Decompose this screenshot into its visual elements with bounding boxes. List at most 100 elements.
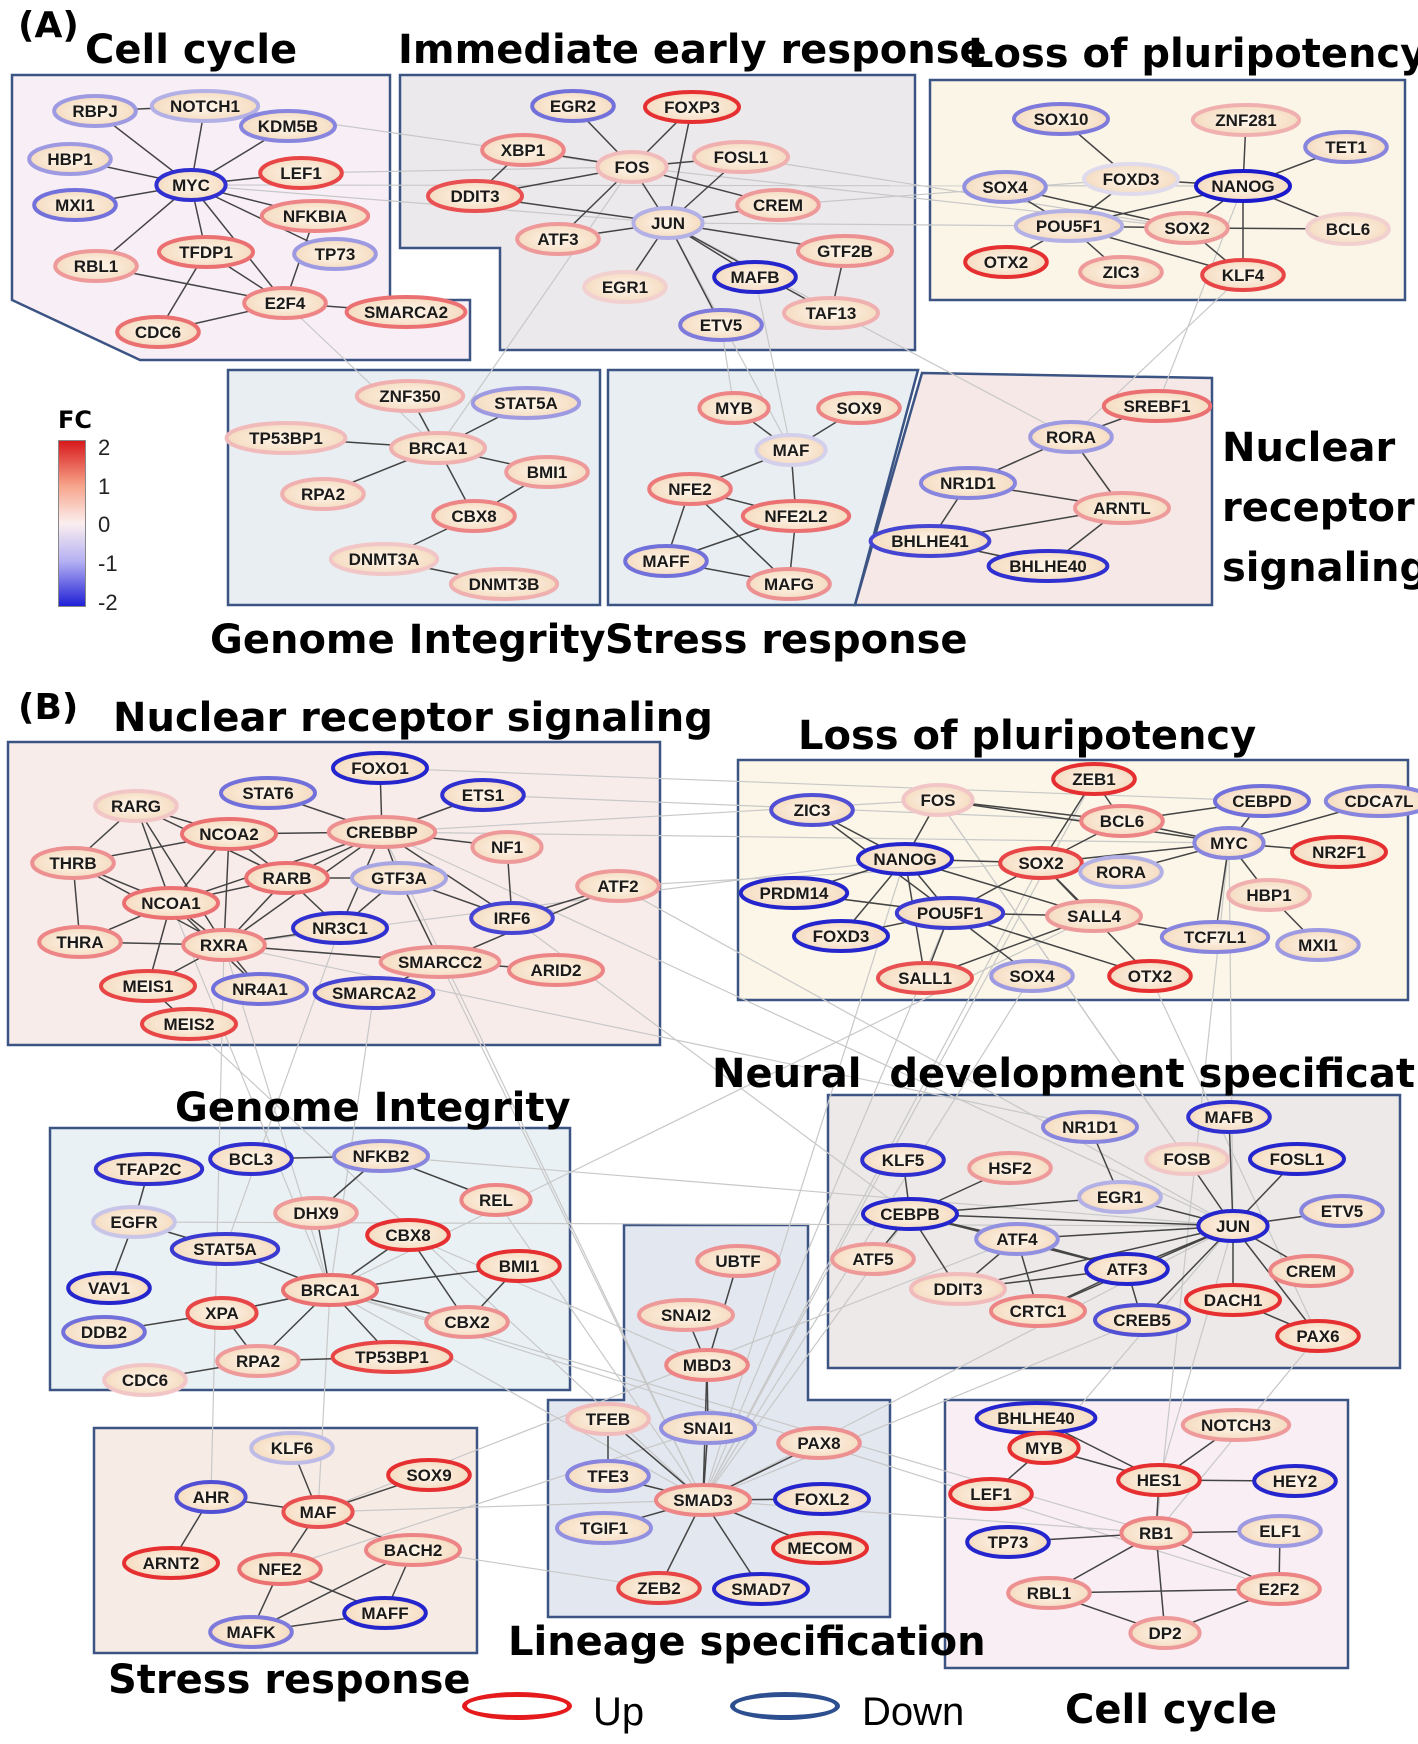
gene-node-ellipse <box>695 1244 781 1278</box>
gene-node-ellipse <box>962 170 1048 204</box>
gene-label: AHR <box>193 1488 230 1507</box>
gene-node-ellipse <box>185 1296 259 1330</box>
gene-node-maff: MAFF <box>623 544 709 578</box>
gene-node-ellipse <box>647 472 733 506</box>
gene-node-cbx8: CBX8 <box>365 1218 451 1252</box>
gene-node-ellipse <box>273 1196 359 1230</box>
gene-node-tfe3: TFE3 <box>565 1459 651 1493</box>
gene-node-foxl2: FOXL2 <box>773 1482 871 1516</box>
gene-label: LEF1 <box>970 1485 1012 1504</box>
gene-node-otx2: OTX2 <box>963 245 1049 279</box>
gene-label: CEBPD <box>1232 792 1292 811</box>
gene-node-ellipse <box>330 1340 454 1374</box>
fc-tick-2: 2 <box>98 435 111 460</box>
gene-label: OTX2 <box>984 253 1028 272</box>
gene-node-rpa2: RPA2 <box>215 1344 301 1378</box>
gene-node-notch1: NOTCH1 <box>149 89 261 123</box>
gene-node-tp53bp1: TP53BP1 <box>330 1340 454 1374</box>
gene-node-ellipse <box>180 817 278 851</box>
gene-node-nf1: NF1 <box>470 830 544 864</box>
gene-node-pax6: PAX6 <box>1275 1319 1361 1353</box>
gene-node-maf: MAF <box>281 1495 355 1529</box>
gene-node-pax8: PAX8 <box>776 1426 862 1460</box>
gene-label: THRB <box>49 854 96 873</box>
gene-node-gtf3a: GTF3A <box>350 861 448 895</box>
cross-group-edge <box>617 862 1042 887</box>
gene-label: SOX10 <box>1034 110 1089 129</box>
gene-label: SOX4 <box>982 178 1028 197</box>
gene-node-klf5: KLF5 <box>860 1143 946 1177</box>
up-legend-ellipse <box>462 1692 572 1720</box>
gene-label: JUN <box>651 214 685 233</box>
gene-node-myc: MYC <box>154 168 228 202</box>
gene-node-atf3: ATF3 <box>1084 1252 1170 1286</box>
gene-label: SOX9 <box>836 399 881 418</box>
gene-label: ELF1 <box>1259 1522 1301 1541</box>
gene-node-meis2: MEIS2 <box>140 1007 238 1041</box>
gene-node-ellipse <box>1077 1180 1163 1214</box>
gene-label: REL <box>479 1191 513 1210</box>
gene-node-ellipse <box>754 433 828 467</box>
gene-node-ellipse <box>697 391 771 425</box>
gene-node-ellipse <box>242 286 328 320</box>
gene-node-klf4: KLF4 <box>1200 258 1286 292</box>
gene-node-egfr: EGFR <box>91 1205 177 1239</box>
gene-label: ZNF281 <box>1215 111 1276 130</box>
gene-label: OTX2 <box>1128 967 1172 986</box>
gene-node-ellipse <box>1078 855 1164 889</box>
gene-label: NFE2L2 <box>764 507 827 526</box>
cross-group-edge <box>190 184 669 224</box>
gene-node-ellipse <box>963 245 1049 279</box>
gene-node-smarca2: SMARCA2 <box>312 976 436 1010</box>
gene-node-foxd3: FOXD3 <box>792 919 890 953</box>
gene-node-vav1: VAV1 <box>66 1271 152 1305</box>
gene-label: ETS1 <box>462 786 505 805</box>
gene-node-ellipse <box>354 379 466 413</box>
gene-label: MECOM <box>787 1539 852 1558</box>
gene-label: TFE3 <box>587 1467 629 1486</box>
gene-node-ellipse <box>1082 162 1180 196</box>
gene-node-ellipse <box>692 140 790 174</box>
gene-node-bhlhe40: BHLHE40 <box>986 549 1110 583</box>
panel-b-lineage-specification-title: Lineage specification <box>508 1619 986 1665</box>
cross-group-edge <box>317 1499 704 1513</box>
gene-label: ZEB1 <box>1072 770 1115 789</box>
gene-label: BRCA1 <box>301 1281 360 1300</box>
gene-node-ellipse <box>480 133 566 167</box>
panel-a-genome-integrity-title: Genome Integrity <box>210 617 606 663</box>
gene-node-ellipse <box>986 549 1110 583</box>
gene-label: FOSL1 <box>1270 1150 1325 1169</box>
gene-label: BMI1 <box>527 463 568 482</box>
gene-node-hbp1: HBP1 <box>27 142 113 176</box>
gene-node-crem: CREM <box>1268 1254 1354 1288</box>
gene-node-ddb2: DDB2 <box>61 1315 147 1349</box>
gene-label: HBP1 <box>1246 886 1291 905</box>
gene-label: MAFG <box>764 575 814 594</box>
gene-node-tfap2c: TFAP2C <box>93 1152 205 1186</box>
gene-node-ellipse <box>431 499 517 533</box>
gene-node-klf6: KLF6 <box>249 1431 335 1465</box>
gene-label: MBD3 <box>683 1356 731 1375</box>
gene-node-tp53bp1: TP53BP1 <box>224 421 348 455</box>
gene-label: BCL6 <box>1326 220 1370 239</box>
gene-node-jun: JUN <box>1196 1209 1270 1243</box>
gene-node-ellipse <box>1144 211 1230 245</box>
gene-node-bhlhe40: BHLHE40 <box>974 1401 1098 1435</box>
gene-label: POU5F1 <box>1036 217 1102 236</box>
panel-b-loss-of-pluripotency-title: Loss of pluripotency <box>798 713 1257 759</box>
gene-node-ellipse <box>1290 835 1388 869</box>
gene-label: NR1D1 <box>940 474 996 493</box>
gene-node-ellipse <box>1305 212 1391 246</box>
gene-label: DDIT3 <box>933 1280 982 1299</box>
gene-label: RBL1 <box>74 257 118 276</box>
gene-node-ellipse <box>1275 1319 1361 1353</box>
gene-label: RBL1 <box>1027 1584 1071 1603</box>
gene-label: BACH2 <box>384 1541 443 1560</box>
fc-tick-1: 1 <box>98 474 111 499</box>
gene-node-rbl1: RBL1 <box>53 249 139 283</box>
gene-node-ellipse <box>258 156 344 190</box>
gene-label: TP73 <box>988 1533 1029 1552</box>
gene-label: NOTCH1 <box>170 97 240 116</box>
gene-label: CREBBP <box>346 823 418 842</box>
